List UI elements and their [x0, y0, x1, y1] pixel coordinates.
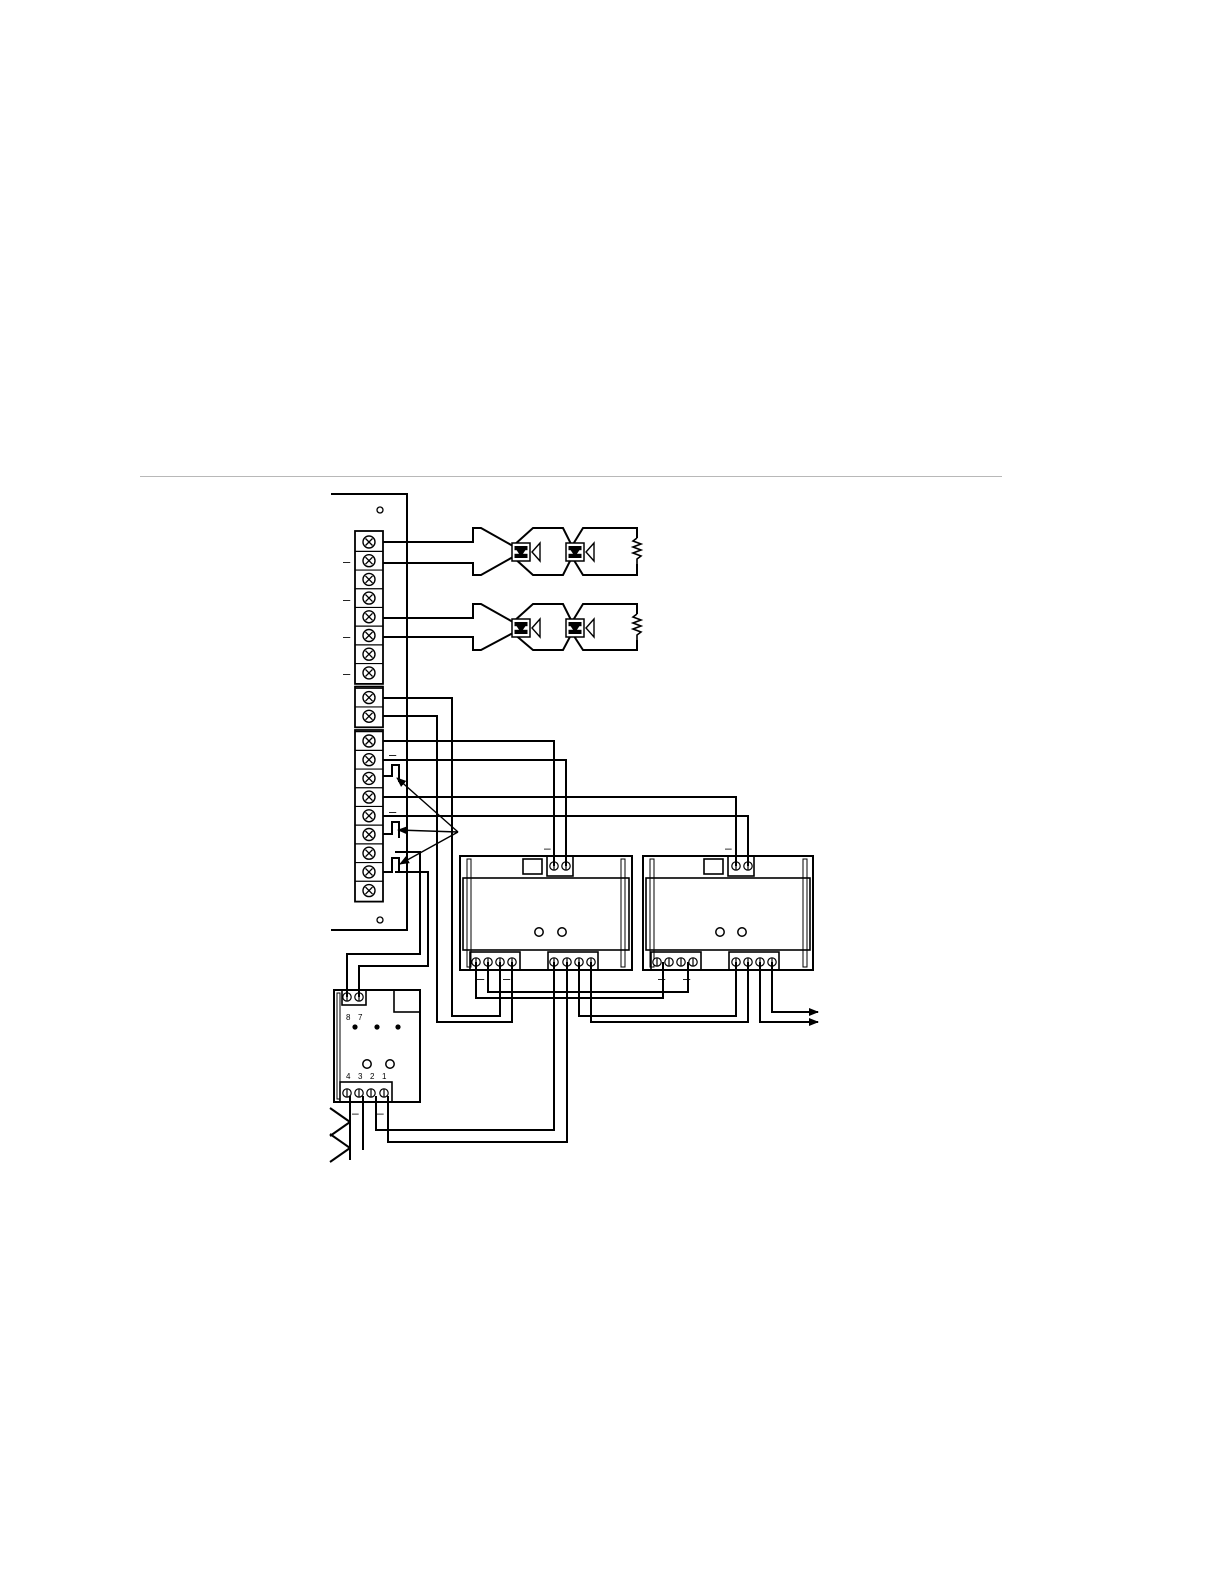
nac-circuit-1 — [383, 528, 641, 575]
small-module-leds — [352, 1024, 400, 1029]
small-module — [334, 990, 420, 1102]
module-terminal-screw — [343, 1089, 351, 1097]
terminal-screw — [363, 667, 375, 679]
terminal-screw — [363, 885, 375, 897]
terminal-number: 4 — [346, 1072, 351, 1081]
minus-label: – — [343, 629, 351, 644]
minus-label: – — [503, 971, 511, 986]
nac-circuit-2 — [383, 604, 641, 650]
terminal-screw — [363, 735, 375, 747]
terminal-screw — [363, 630, 375, 642]
terminal-screw — [363, 555, 375, 567]
terminal-screw — [363, 573, 375, 585]
terminal-strip — [355, 531, 383, 902]
resistor-icon — [633, 614, 641, 640]
terminal-screw — [363, 754, 375, 766]
module-terminal-screw — [677, 958, 685, 966]
resistor-icon — [633, 538, 641, 564]
minus-label: – — [544, 841, 551, 855]
minus-label: – — [725, 841, 732, 855]
booster-module-1 — [460, 856, 632, 970]
terminal-number: 2 — [370, 1072, 375, 1081]
terminal-screw — [363, 847, 375, 859]
module-terminal-screw — [689, 958, 697, 966]
horn-strobe-icon — [566, 619, 594, 637]
terminal-screw — [363, 866, 375, 878]
module-terminal-screw — [665, 958, 673, 966]
horn-strobe-icon — [566, 543, 594, 561]
terminal-screw — [363, 710, 375, 722]
horn-strobe-icon — [512, 619, 540, 637]
terminal-screw — [363, 536, 375, 548]
module-terminal-screw — [380, 1089, 388, 1097]
minus-label: – — [343, 592, 351, 607]
minus-label: – — [377, 1106, 384, 1120]
terminal-screw — [363, 791, 375, 803]
terminal-screw — [363, 592, 375, 604]
terminal-number: 8 — [346, 1013, 351, 1022]
horn-strobe-icon — [512, 543, 540, 561]
minus-label: – — [352, 1106, 359, 1120]
terminal-screw — [363, 648, 375, 660]
terminal-number: 7 — [358, 1013, 363, 1022]
terminal-screw — [363, 829, 375, 841]
terminal-screw — [363, 692, 375, 704]
booster-module-2 — [643, 856, 813, 970]
minus-label: – — [343, 554, 351, 569]
terminal-number: 3 — [358, 1072, 363, 1081]
terminal-screw — [363, 772, 375, 784]
module-terminal-screw — [653, 958, 661, 966]
terminal-screw — [363, 611, 375, 623]
terminal-screw — [363, 810, 375, 822]
module-terminal-screw — [367, 1089, 375, 1097]
minus-label: – — [343, 666, 351, 681]
terminal-number: 1 — [382, 1072, 387, 1081]
module-terminal-screw — [355, 1089, 363, 1097]
minus-label: – — [477, 971, 485, 986]
